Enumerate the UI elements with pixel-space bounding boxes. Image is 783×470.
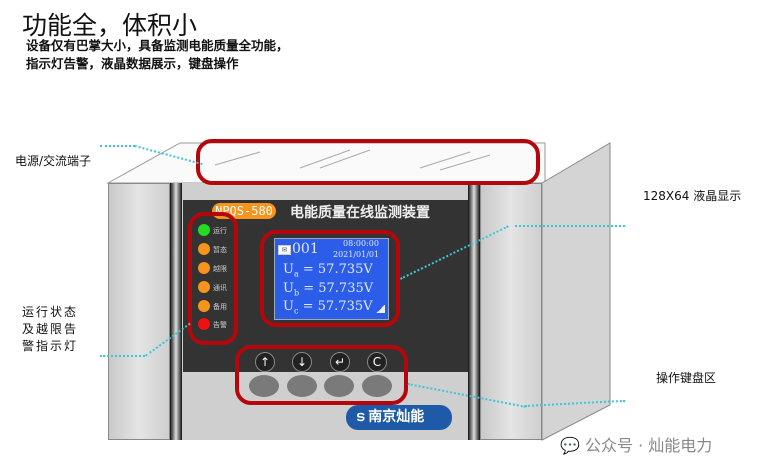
brand-name: 南京灿能	[368, 409, 425, 425]
callout-indicator: 运行状态及越限告警指示灯	[22, 305, 79, 353]
lcd-row-ua: Ua = 57.735V	[283, 262, 373, 279]
cancel-button[interactable]	[362, 375, 392, 397]
watermark: 💬 公众号 · 灿能电力	[560, 436, 713, 455]
enter-button[interactable]	[324, 375, 354, 397]
left-side-panel	[108, 183, 170, 440]
highlight-leds	[188, 212, 238, 345]
led-label: 越限	[213, 265, 227, 273]
lcd-time: 08:00:00	[343, 239, 379, 248]
led-overlimit	[198, 262, 210, 274]
highlight-keys	[235, 345, 408, 405]
callout-terminal: 电源/交流端子	[15, 154, 92, 168]
leader-line	[100, 145, 135, 147]
led-spare	[198, 300, 210, 312]
led-label: 备用	[213, 303, 227, 311]
led-label: 暂态	[213, 246, 227, 254]
led-label: 运行	[213, 227, 227, 235]
highlight-terminal	[196, 139, 540, 185]
mail-icon: ✉	[278, 245, 291, 255]
lcd-screen: ✉ 001 08:00:00 2021/01/01 Ua = 57.735V U…	[274, 238, 389, 320]
leader-line	[515, 225, 625, 227]
callout-keyboard: 操作键盘区	[656, 371, 717, 385]
led-transient	[198, 243, 210, 255]
brand-logo-icon: ട	[356, 409, 365, 425]
lcd-date: 2021/01/01	[333, 250, 380, 259]
heading: 功能全，体积小	[22, 11, 198, 40]
up-button[interactable]	[249, 375, 279, 397]
callout-lcd: 128X64 液晶显示	[643, 189, 742, 203]
enter-icon: ↵	[330, 352, 350, 372]
right-side-panel	[480, 183, 542, 440]
left-trim	[170, 183, 182, 440]
signal-icon	[376, 305, 385, 313]
highlight-lcd	[260, 230, 400, 327]
led-label: 告警	[213, 321, 227, 329]
cancel-icon: C	[367, 352, 387, 372]
led-label: 通讯	[213, 284, 227, 292]
wechat-icon: 💬	[560, 436, 580, 455]
description: 设备仅有巴掌大小，具备监测电能质量全功能，指示灯告警，液晶数据展示，键盘操作	[26, 38, 289, 71]
lcd-row-ub: Ub = 57.735V	[283, 281, 374, 298]
lcd-row-uc: Uc = 57.735V	[283, 299, 373, 316]
arrow-up-icon: ↑	[255, 352, 275, 372]
right-trim	[468, 183, 480, 440]
message-number: 001	[292, 241, 319, 257]
led-alarm	[198, 318, 210, 330]
leader-line	[100, 355, 145, 357]
down-button[interactable]	[287, 375, 317, 397]
led-comm	[198, 281, 210, 293]
arrow-down-icon: ↓	[292, 352, 312, 372]
device-name: 电能质量在线监测装置	[290, 205, 430, 221]
